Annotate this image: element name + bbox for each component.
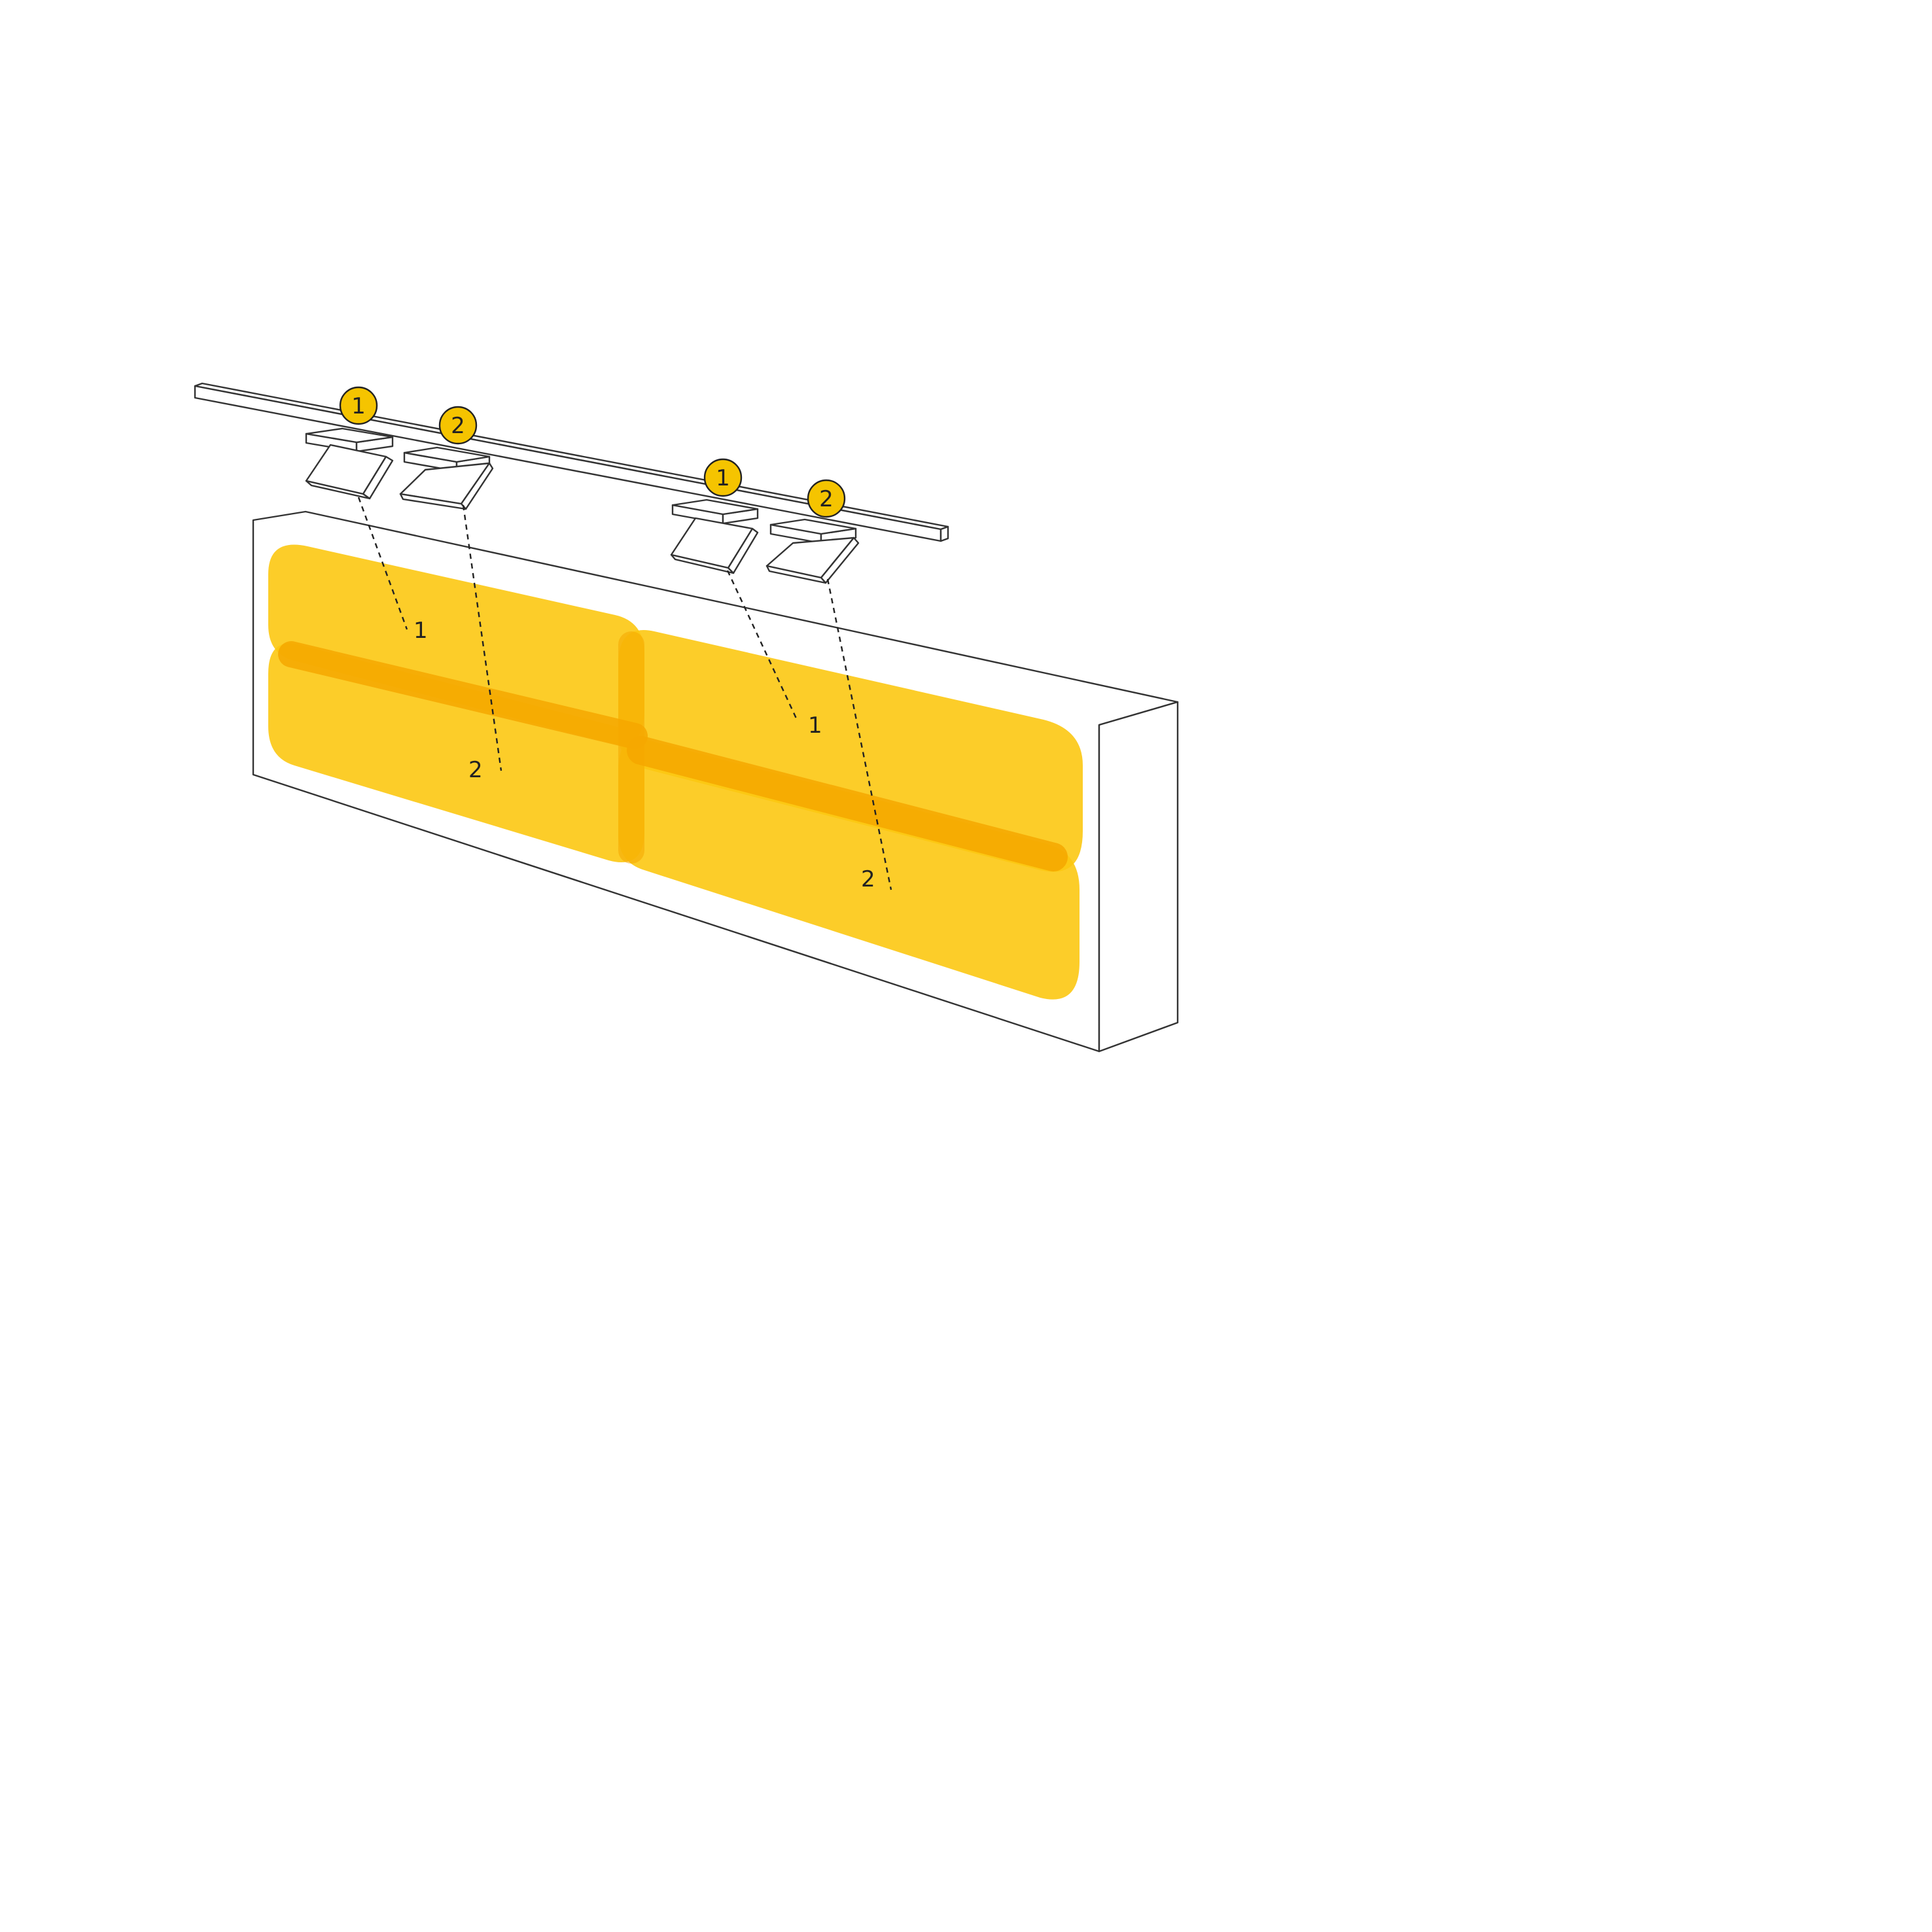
track-rail xyxy=(194,382,949,542)
beam-labels: 1 2 1 2 xyxy=(413,618,875,892)
light-pools xyxy=(268,544,1083,1000)
beam-label-2-right: 2 xyxy=(861,866,875,892)
beam-line-2-right xyxy=(826,578,892,890)
light-pool-left-lower xyxy=(268,643,644,862)
badge-2-left: 2 xyxy=(438,406,478,445)
number-badges: 1 2 1 2 xyxy=(339,386,846,518)
badge-1-left: 1 xyxy=(339,386,378,425)
light-pool-right-upper xyxy=(618,630,1083,872)
wall-side-face xyxy=(1098,701,1179,1053)
light-pool-right-lower xyxy=(618,738,1080,1000)
badge-2-right: 2 xyxy=(807,479,846,518)
badge-2-left-number: 2 xyxy=(451,413,465,439)
overlap-band-horizontal-left xyxy=(278,641,648,749)
light-pool-left-upper xyxy=(268,544,644,745)
badge-2-right-number: 2 xyxy=(819,486,834,512)
spotlight-2-left xyxy=(399,446,494,510)
beam-label-1-left: 1 xyxy=(413,618,428,644)
badge-1-right: 1 xyxy=(703,458,743,497)
overlap-bands xyxy=(278,631,1068,871)
badge-1-right-number: 1 xyxy=(716,465,730,491)
beam-line-1-right xyxy=(726,570,798,720)
beam-lines xyxy=(357,497,892,890)
beam-label-1-right: 1 xyxy=(808,712,822,739)
spotlight-1-right xyxy=(670,499,759,574)
spotlight-1-left xyxy=(305,427,394,500)
badge-1-left-number: 1 xyxy=(351,393,366,419)
overlap-band-horizontal-right xyxy=(627,736,1068,871)
beam-label-2-left: 2 xyxy=(468,757,483,783)
spotlight-2-right xyxy=(765,518,860,584)
rail-end-cap xyxy=(940,525,949,542)
beam-line-1-left xyxy=(357,497,408,630)
